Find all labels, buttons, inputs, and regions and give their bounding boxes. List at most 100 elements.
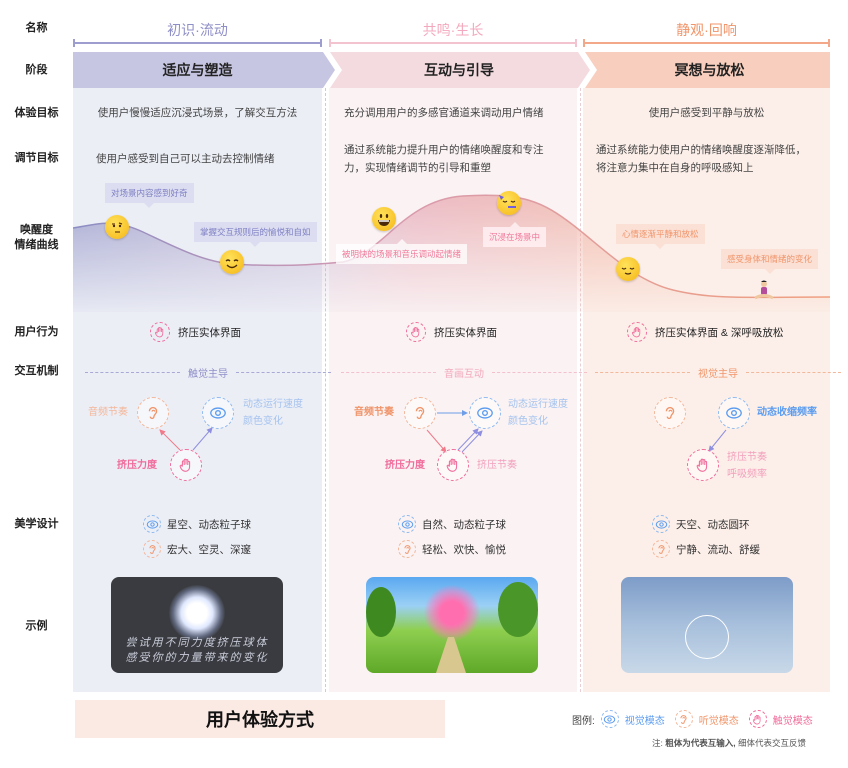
visual-node bbox=[469, 397, 501, 429]
aesthetic-visual-1: 星空、动态粒子球 bbox=[143, 515, 251, 533]
touch-node bbox=[687, 449, 719, 481]
aesthetic-audio-3: 宁静、流动、舒缓 bbox=[652, 540, 760, 558]
tree bbox=[498, 582, 538, 637]
regulation-goal-2-line2: 力，实现情绪调节的引导和重塑 bbox=[344, 162, 491, 174]
eye-icon bbox=[652, 515, 670, 533]
row-label-stage: 阶段 bbox=[25, 64, 48, 76]
node-label: 挤压力度 bbox=[117, 460, 157, 471]
audio-node bbox=[137, 397, 169, 429]
row-label-example: 示例 bbox=[25, 620, 48, 632]
aesthetic-label: 天空、动态圆环 bbox=[676, 518, 750, 531]
node-label: 音频节奏 bbox=[88, 407, 128, 418]
aesthetic-label: 自然、动态粒子球 bbox=[422, 518, 506, 531]
row-label-mechanism: 交互机制 bbox=[14, 365, 59, 377]
phase-rule-1 bbox=[73, 39, 322, 47]
legend-touch: 触觉模态 bbox=[772, 715, 813, 727]
note-bold: 粗体为代表互输入, bbox=[665, 738, 736, 748]
thinking-face-emoji-icon bbox=[105, 215, 129, 239]
example-caption-line: 尝试用不同力度挤压球体 bbox=[125, 636, 269, 649]
regulation-goal-1: 使用户感受到自己可以主动去控制情绪 bbox=[96, 153, 275, 165]
regulation-goal-2-line1: 通过系统能力提升用户的情绪唤醒度和专注 bbox=[344, 144, 544, 156]
legend-audio: 听觉模态 bbox=[698, 715, 739, 727]
mode-label: 触觉主导 bbox=[188, 369, 228, 380]
row-label-experience-goal: 体验目标 bbox=[14, 107, 59, 119]
experience-goal-2: 充分调用用户的多感官通道来调动用户情绪 bbox=[344, 107, 544, 119]
eye-icon bbox=[143, 515, 161, 533]
node-label: 挤压节奏呼吸频率 bbox=[727, 449, 767, 483]
curve-label-line2: 情绪曲线 bbox=[14, 239, 59, 251]
partying-face-emoji-icon bbox=[497, 191, 521, 215]
footer-note: 注: 粗体为代表互输入, 细体代表交互反馈 bbox=[652, 737, 806, 749]
mode-label: 音画互动 bbox=[444, 369, 484, 380]
example-image-starry-sphere: 尝试用不同力度挤压球体感受你的力量带来的变化 bbox=[111, 577, 283, 673]
aesthetic-label: 宁静、流动、舒缓 bbox=[676, 543, 760, 556]
aesthetic-label: 轻松、欢快、愉悦 bbox=[422, 543, 506, 556]
node-label: 动态运行速度颜色变化 bbox=[243, 396, 303, 430]
ear-icon bbox=[674, 710, 693, 728]
mode-3: 视觉主导 bbox=[595, 365, 841, 380]
eye-icon bbox=[725, 404, 743, 422]
node-label: 动态收缩频率 bbox=[757, 407, 817, 418]
touch-node bbox=[170, 449, 202, 481]
aesthetic-label: 星空、动态粒子球 bbox=[167, 518, 251, 531]
ear-icon bbox=[652, 540, 670, 558]
aesthetic-visual-3: 天空、动态圆环 bbox=[652, 515, 750, 533]
node-label-line: 颜色变化 bbox=[508, 416, 548, 427]
audio-node bbox=[404, 397, 436, 429]
aesthetic-audio-1: 宏大、空灵、深邃 bbox=[143, 540, 251, 558]
mode-label: 视觉主导 bbox=[698, 369, 738, 380]
regulation-goal-2: 通过系统能力提升用户的情绪唤醒度和专注力，实现情绪调节的引导和重塑 bbox=[344, 141, 544, 177]
aesthetic-audio-2: 轻松、欢快、愉悦 bbox=[398, 540, 506, 558]
node-label-line: 呼吸频率 bbox=[727, 469, 767, 480]
curve-tip: 掌握交互规则后的愉悦和自如 bbox=[194, 222, 317, 247]
regulation-goal-3-line1: 通过系统能力使用户的情绪唤醒度逐渐降低， bbox=[596, 144, 806, 156]
node-label-line: 颜色变化 bbox=[243, 416, 283, 427]
example-image-sky-ring bbox=[621, 577, 793, 673]
relieved-face-emoji-icon bbox=[616, 257, 640, 281]
visual-node bbox=[202, 397, 234, 429]
hand-icon bbox=[748, 710, 767, 728]
experience-goal-1: 使用户慢慢适应沉浸式场景，了解交互方法 bbox=[97, 107, 298, 119]
row-label-name: 名称 bbox=[25, 22, 48, 34]
aesthetic-visual-2: 自然、动态粒子球 bbox=[398, 515, 506, 533]
row-label-curve: 唤醒度情绪曲线 bbox=[0, 223, 73, 253]
stage-2: 互动与引导 bbox=[424, 62, 494, 78]
mode-2: 音画互动 bbox=[341, 365, 587, 380]
ear-icon bbox=[411, 404, 429, 422]
curve-tip: 被明快的场景和音乐调动起情绪 bbox=[336, 239, 468, 264]
row-label-aesthetics: 美学设计 bbox=[14, 518, 59, 530]
aesthetic-label: 宏大、空灵、深邃 bbox=[167, 543, 251, 556]
behavior-label: 挤压实体界面 bbox=[178, 326, 241, 339]
mode-1: 触觉主导 bbox=[85, 365, 331, 380]
grinning-face-emoji-icon bbox=[372, 207, 396, 231]
curve-tip: 心情逐渐平静和放松 bbox=[616, 224, 705, 249]
glowing-sphere bbox=[169, 585, 225, 641]
ear-icon bbox=[661, 404, 679, 422]
curve-tip: 感受身体和情绪的变化 bbox=[721, 249, 819, 274]
behavior-3: 挤压实体界面 & 深呼吸放松 bbox=[627, 322, 783, 342]
visual-node bbox=[718, 397, 750, 429]
phase-rule-3 bbox=[583, 39, 830, 47]
ear-icon bbox=[398, 540, 416, 558]
path bbox=[436, 637, 466, 673]
node-label: 音频节奏 bbox=[354, 407, 394, 418]
behavior-2: 挤压实体界面 bbox=[406, 322, 497, 342]
hand-icon bbox=[406, 322, 426, 342]
node-label: 动态运行速度颜色变化 bbox=[508, 396, 568, 430]
phase-name-1: 初识·流动 bbox=[167, 22, 228, 38]
note-prefix: 注: bbox=[652, 738, 663, 748]
divider bbox=[580, 88, 581, 692]
phase-name-3: 静观·回响 bbox=[676, 22, 737, 38]
hand-icon bbox=[627, 322, 647, 342]
ring bbox=[685, 615, 729, 659]
hand-icon bbox=[150, 322, 170, 342]
tree bbox=[366, 587, 396, 637]
node-label: 挤压节奏 bbox=[477, 460, 517, 471]
note-rest: 细体代表交互反馈 bbox=[738, 738, 807, 748]
behavior-label: 挤压实体界面 & 深呼吸放松 bbox=[655, 326, 784, 339]
node-label-line: 挤压节奏 bbox=[727, 452, 767, 463]
legend-visual: 视觉模态 bbox=[624, 715, 665, 727]
row-label-regulation-goal: 调节目标 bbox=[14, 152, 59, 164]
stage-3: 冥想与放松 bbox=[674, 62, 745, 78]
